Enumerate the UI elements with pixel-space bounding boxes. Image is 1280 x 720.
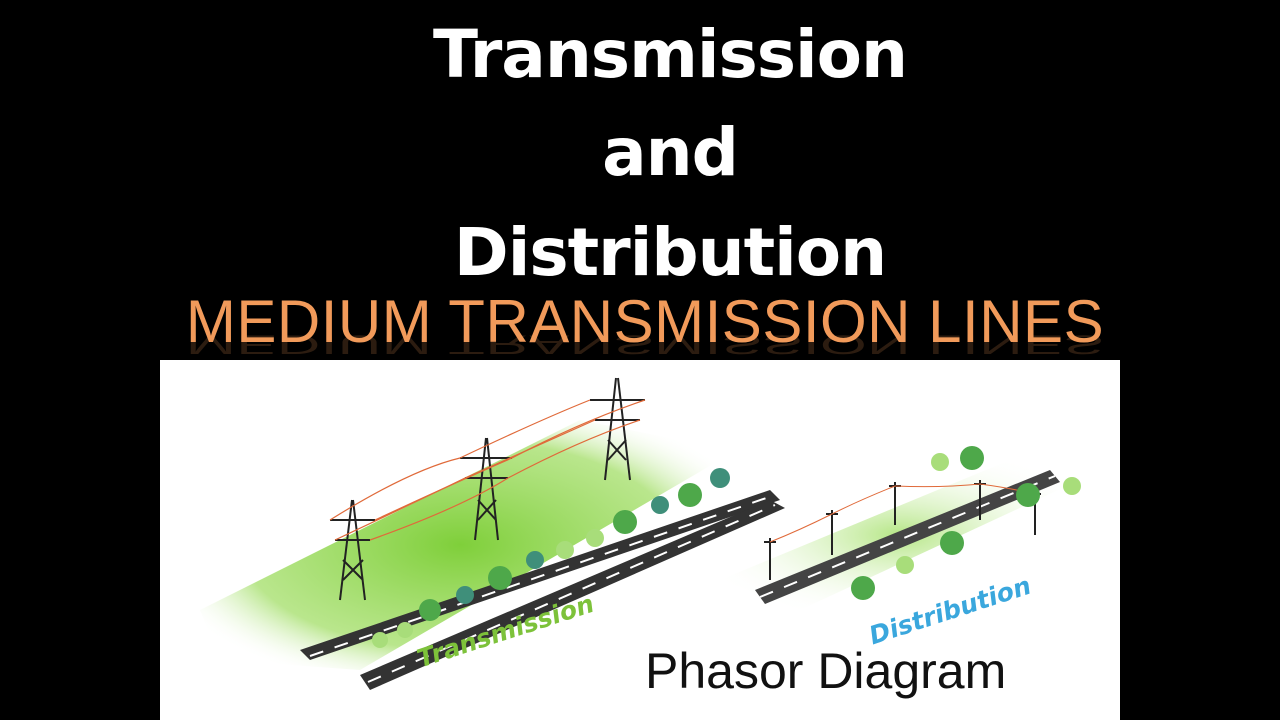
distribution-trees: [851, 446, 1081, 600]
tower-1: [330, 499, 375, 601]
tower-3: [590, 377, 645, 481]
title-line-1: Transmission: [432, 16, 908, 93]
title-line-3: Distribution: [453, 214, 887, 291]
title-line-2: and: [602, 114, 739, 191]
subtitle-reflection: MEDIUM TRANSMISSION LINES: [185, 329, 1105, 360]
transmission-towers: [330, 377, 645, 601]
transmission-distribution-illustration: [200, 377, 1081, 690]
tower-2: [460, 437, 512, 541]
phasor-diagram-caption: Phasor Diagram: [645, 643, 1007, 699]
subtitle: MEDIUM TRANSMISSION LINES: [185, 288, 1105, 355]
transmission-wires: [329, 399, 646, 541]
illustration-panel: Transmission Distribution Phasor Diagram: [160, 360, 1120, 720]
transmission-grass: [200, 420, 720, 670]
transmission-trees: [372, 468, 730, 648]
